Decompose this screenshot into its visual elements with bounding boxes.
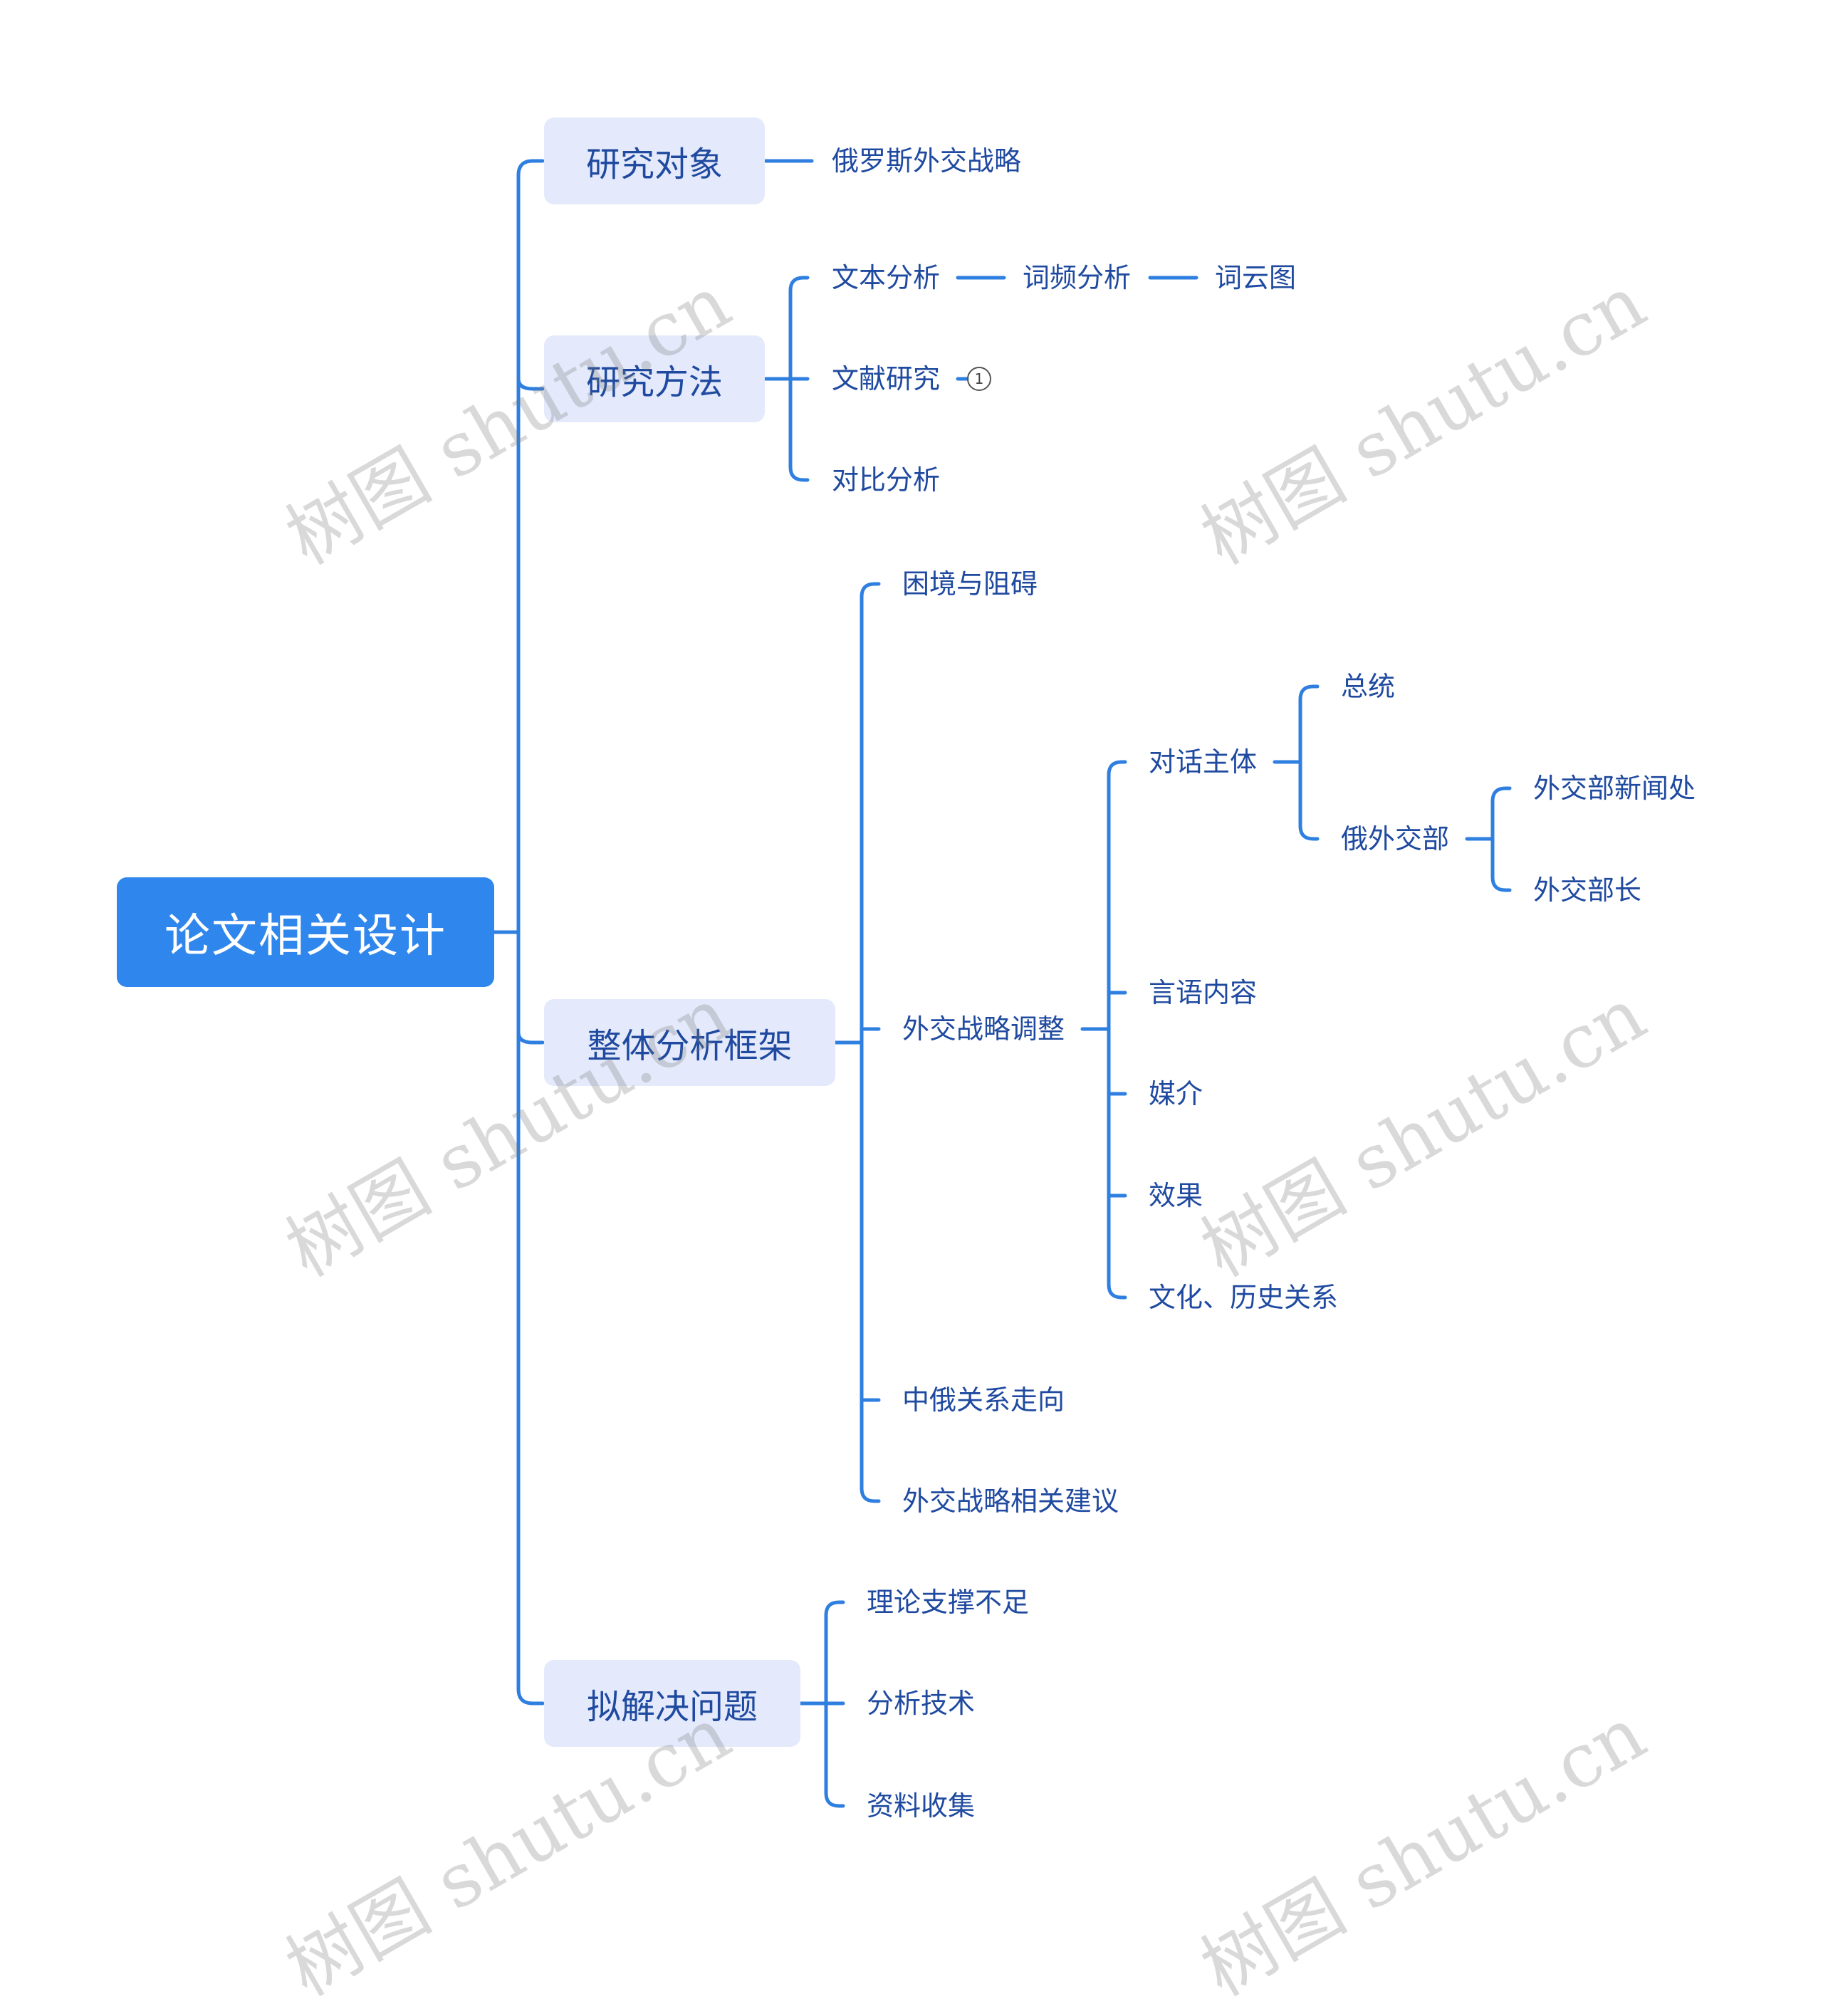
root-node[interactable]: 论文相关设计 — [117, 877, 494, 987]
node-sino-russian-relations[interactable]: 中俄关系走向 — [902, 1384, 1065, 1416]
node-speech-content[interactable]: 言语内容 — [1149, 977, 1258, 1008]
node-data-collection[interactable]: 资料收集 — [867, 1790, 976, 1822]
node-word-cloud[interactable]: 词云图 — [1215, 262, 1297, 293]
node-analysis-framework[interactable]: 整体分析框架 — [544, 999, 835, 1086]
node-dilemma[interactable]: 困境与阻碍 — [902, 568, 1038, 600]
node-effect[interactable]: 效果 — [1149, 1180, 1203, 1211]
node-russian-diplomacy[interactable]: 俄罗斯外交战略 — [832, 145, 1022, 177]
node-russian-mfa[interactable]: 俄外交部 — [1341, 823, 1450, 855]
node-theory-support[interactable]: 理论支撑不足 — [867, 1587, 1030, 1618]
node-culture-history[interactable]: 文化、历史关系 — [1149, 1282, 1339, 1313]
collapsed-count-badge[interactable]: 1 — [967, 367, 991, 391]
node-foreign-minister[interactable]: 外交部长 — [1533, 874, 1642, 906]
node-word-frequency[interactable]: 词频分析 — [1023, 262, 1132, 293]
node-media[interactable]: 媒介 — [1149, 1078, 1203, 1109]
node-strategy-adjustment[interactable]: 外交战略调整 — [902, 1013, 1065, 1045]
node-text-analysis[interactable]: 文本分析 — [832, 262, 941, 293]
node-research-object[interactable]: 研究对象 — [544, 117, 765, 204]
node-comparative-analysis[interactable]: 对比分析 — [832, 464, 941, 496]
node-literature-study[interactable]: 文献研究 — [832, 363, 941, 395]
node-problems[interactable]: 拟解决问题 — [544, 1660, 800, 1747]
node-dialogue-subject[interactable]: 对话主体 — [1149, 746, 1258, 778]
node-president[interactable]: 总统 — [1341, 671, 1396, 702]
node-research-method[interactable]: 研究方法 — [544, 335, 765, 422]
node-press-office[interactable]: 外交部新闻处 — [1533, 773, 1696, 804]
connector-lines — [492, 159, 1512, 1808]
node-strategy-advice[interactable]: 外交战略相关建议 — [902, 1485, 1119, 1517]
node-analysis-technique[interactable]: 分析技术 — [867, 1688, 976, 1719]
